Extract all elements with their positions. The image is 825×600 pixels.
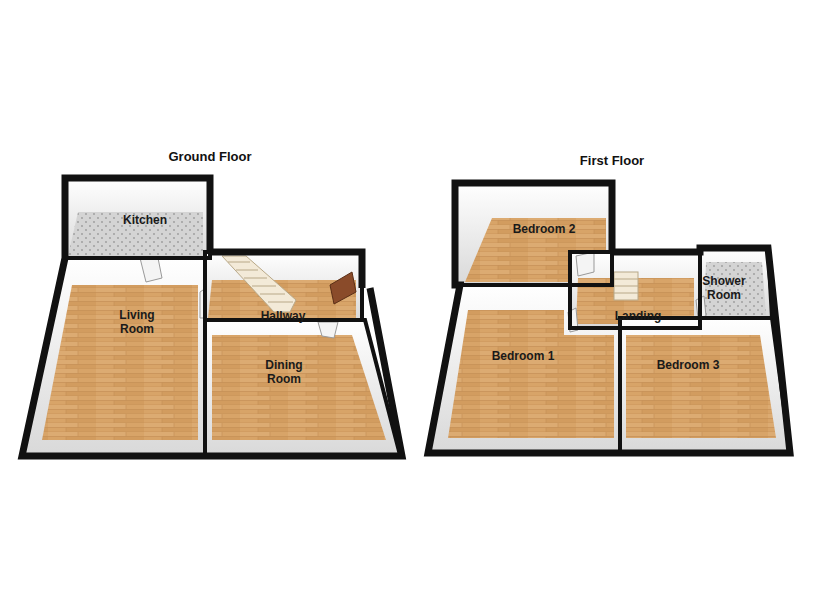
room-label: Bedroom 1 [478, 349, 568, 363]
room: Hallway [248, 309, 318, 323]
floor-heading: Ground Floor [168, 149, 251, 164]
room: Living Room [106, 308, 168, 336]
first-floor-plan [428, 183, 790, 453]
room-label: Hallway [248, 309, 318, 323]
room-label: Bedroom 2 [499, 222, 589, 236]
room: Bedroom 1 [478, 349, 568, 363]
room-label: Bedroom 3 [643, 358, 733, 372]
room: Dining Room [253, 358, 315, 386]
room-label: Shower Room [696, 274, 752, 302]
room-label: Landing [608, 309, 668, 323]
room: Bedroom 3 [643, 358, 733, 372]
floor-heading: First Floor [580, 153, 644, 168]
room: Bedroom 2 [499, 222, 589, 236]
floor-area: Ground FloorKitchenLiving Room HallwayDin… [15, 140, 410, 465]
room: Kitchen [100, 213, 190, 227]
room: Landing [608, 309, 668, 323]
floor-area: First FloorBedroom 2 Shower RoomLandingBe… [420, 140, 805, 465]
ground-floor-plan [22, 178, 402, 456]
room-label: Living Room [106, 308, 168, 336]
room: Shower Room [696, 274, 752, 302]
room-label: Dining Room [253, 358, 315, 386]
room-label: Kitchen [100, 213, 190, 227]
